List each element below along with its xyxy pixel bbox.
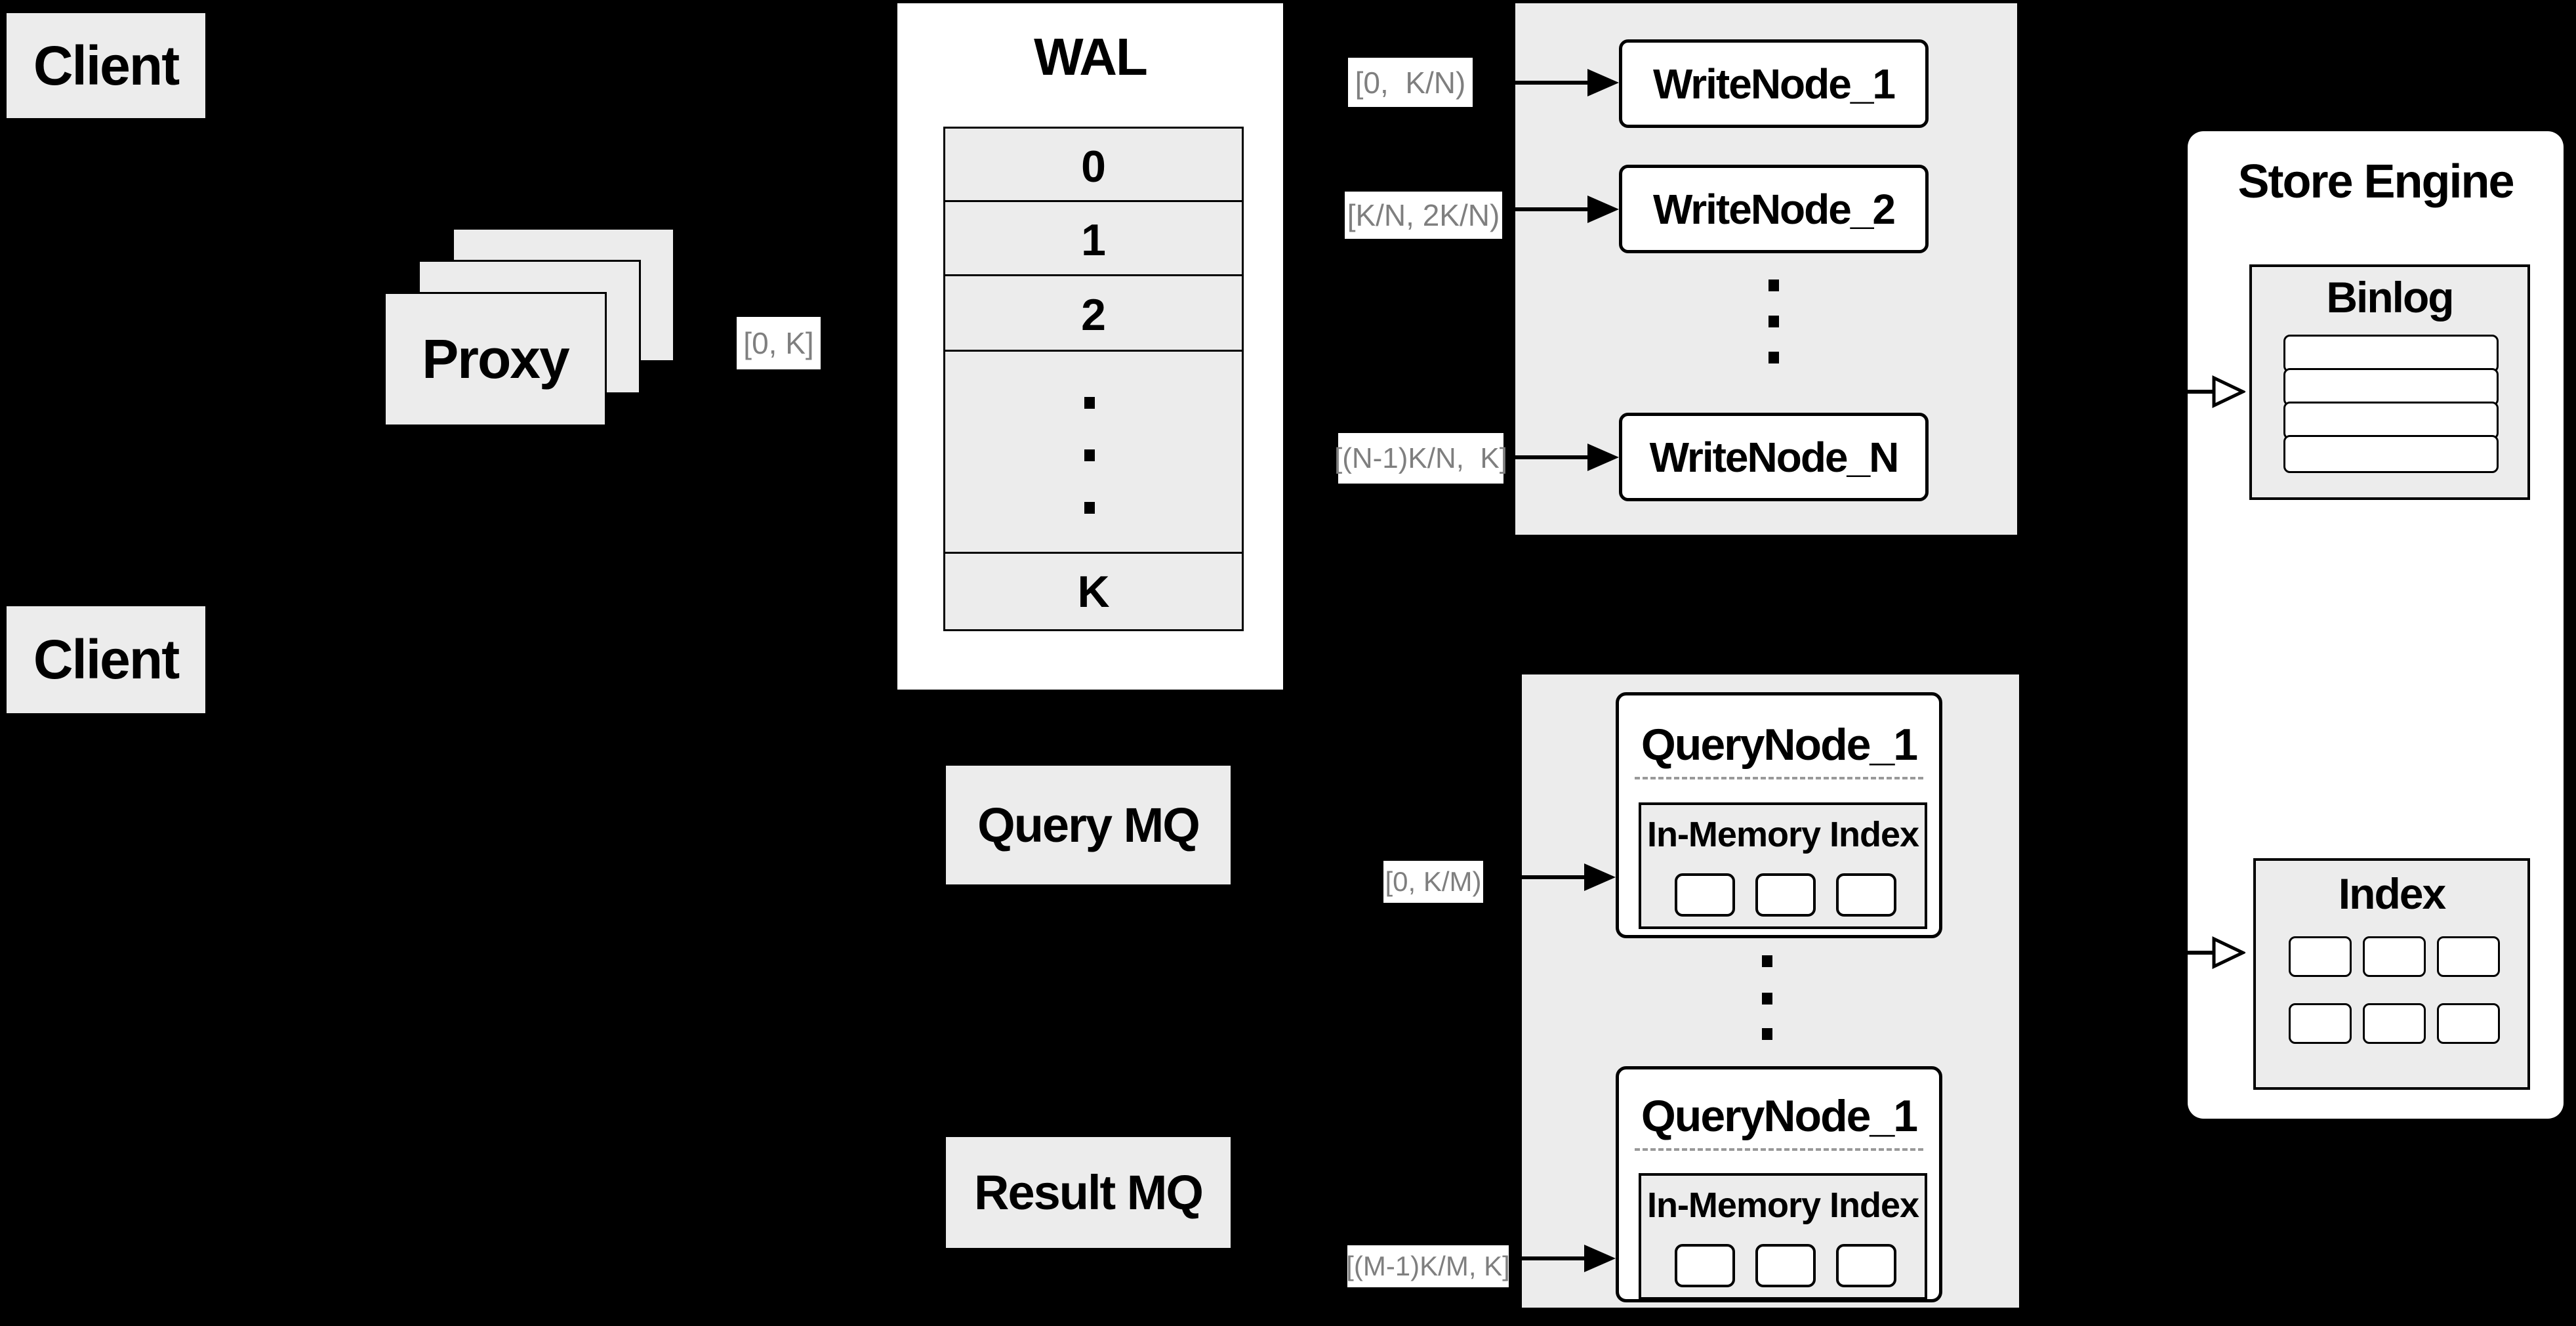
query-node-divider — [1635, 777, 1923, 779]
in-memory-index-title: In-Memory Index — [1646, 815, 1919, 854]
index-segment — [2363, 1003, 2426, 1044]
write-node-2-box: WriteNode_2 — [1619, 165, 1929, 253]
index-segment — [1675, 873, 1735, 917]
flow-label-proxy-to-wal: [0, K] — [737, 317, 821, 369]
index-segment — [2289, 1003, 2352, 1044]
client-box-middle: Client — [7, 606, 205, 713]
ellipsis-dot — [1084, 502, 1095, 514]
ellipsis-dot — [1762, 993, 1772, 1005]
result-mq-box: Result MQ — [946, 1137, 1231, 1248]
query-node-title: QueryNode_1 — [1641, 1091, 1918, 1141]
ellipsis-dot — [1768, 280, 1779, 291]
query-node-title: QueryNode_1 — [1641, 720, 1918, 770]
arrow-into-index — [2188, 936, 2245, 969]
wal-row-k: K — [943, 552, 1244, 631]
wal-box: WAL 0 1 2 K — [897, 3, 1283, 690]
index-segment — [2363, 936, 2426, 977]
binlog-title: Binlog — [2326, 273, 2454, 321]
index-segment — [2437, 936, 2500, 977]
store-engine-box: Store Engine Binlog Index — [2188, 131, 2564, 1119]
wal-row-0: 0 — [943, 127, 1244, 206]
index-segment — [1836, 1244, 1896, 1287]
write-node-1-box: WriteNode_1 — [1619, 39, 1929, 128]
in-memory-index-box: In-Memory Index — [1639, 1173, 1927, 1300]
index-segment — [2289, 936, 2352, 977]
query-node-top-box: QueryNode_1 In-Memory Index — [1616, 692, 1942, 938]
flow-label-wal-to-writenode-n: [(N-1)K/N, K] — [1334, 433, 1507, 484]
ellipsis-dot — [1768, 316, 1779, 327]
binlog-segment — [2283, 402, 2499, 440]
in-memory-index-title: In-Memory Index — [1646, 1186, 1919, 1225]
ellipsis-dot — [1768, 352, 1779, 363]
flow-label-querymq-to-querynode: [0, K/M) — [1383, 861, 1483, 903]
arrow-into-binlog — [2188, 375, 2245, 408]
index-segment — [2437, 1003, 2500, 1044]
wal-row-1: 1 — [943, 200, 1244, 280]
index-box: Index — [2253, 858, 2530, 1090]
index-title: Index — [2338, 869, 2446, 918]
ellipsis-dot — [1084, 449, 1095, 461]
ellipsis-dot — [1762, 955, 1772, 967]
proxy-stack: Proxy — [384, 228, 675, 426]
store-engine-title: Store Engine — [2238, 155, 2514, 208]
index-segment — [1755, 873, 1816, 917]
wal-title: WAL — [1034, 28, 1148, 86]
query-node-bottom-box: QueryNode_1 In-Memory Index — [1616, 1066, 1942, 1302]
flow-label-wal-to-writenode-2: [K/N, 2K/N) — [1345, 192, 1502, 239]
binlog-segment — [2283, 335, 2499, 373]
query-node-divider — [1635, 1148, 1923, 1151]
wal-row-2: 2 — [943, 274, 1244, 356]
query-mq-box: Query MQ — [946, 766, 1231, 884]
index-segment — [1755, 1244, 1816, 1287]
flow-label-wal-to-writenode-1: [0, K/N) — [1348, 58, 1473, 107]
index-segment — [1836, 873, 1896, 917]
write-node-panel: WriteNode_1 WriteNode_2 WriteNode_N — [1515, 3, 2017, 535]
flow-label-resultmq-to-querynode: [(M-1)K/M, K] — [1346, 1245, 1510, 1287]
query-node-panel: QueryNode_1 In-Memory Index QueryNode_1 … — [1522, 674, 2019, 1308]
ellipsis-dot — [1084, 397, 1095, 409]
proxy-sheet-front: Proxy — [384, 292, 607, 426]
in-memory-index-box: In-Memory Index — [1639, 802, 1927, 929]
ellipsis-dot — [1762, 1028, 1772, 1040]
binlog-segment — [2283, 435, 2499, 473]
index-segment — [1675, 1244, 1735, 1287]
client-box-top: Client — [7, 13, 205, 118]
write-node-n-box: WriteNode_N — [1619, 413, 1929, 501]
binlog-box: Binlog — [2249, 264, 2530, 500]
binlog-segment — [2283, 368, 2499, 406]
